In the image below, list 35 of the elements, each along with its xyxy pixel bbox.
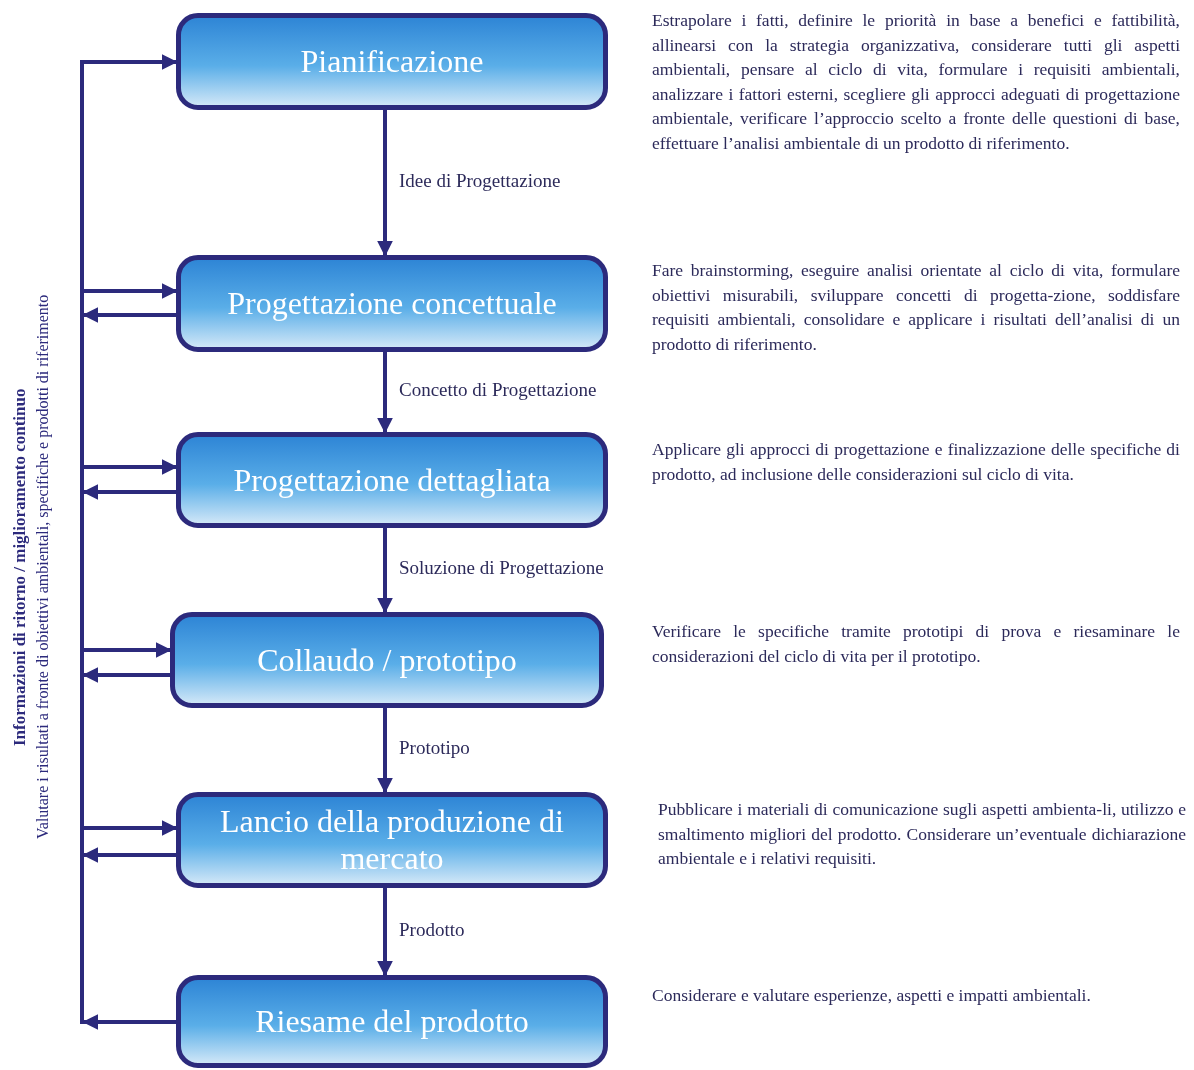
step-title: Progettazione concettuale — [226, 285, 558, 322]
arrow — [82, 1014, 176, 1030]
description-text: Applicare gli approcci di progettazione e finalizzazione delle specifiche di prodotto, ad inclusione delle considerazioni sul ciclo di vita. — [652, 438, 1180, 486]
process-box — [176, 975, 608, 1068]
process-box — [176, 13, 608, 110]
description-text: Fare brainstorming, eseguire analisi orientate al ciclo di vita, formulare obiettivi misurabili, sviluppare concetti di progetta-zione, soddisfare requisiti ambientali, consolidare e applicare i risultati dell’analisi di un prodotto di riferimento. — [652, 259, 1180, 356]
arrow — [82, 484, 176, 500]
side-note: Valutare i risultati a fronte di obiettivi ambientali, specifiche e prodotti di riferimento — [34, 294, 52, 839]
arrow — [377, 110, 393, 257]
side-heading: Informazioni di ritorno / miglioramento continuo — [10, 388, 30, 746]
step-title: Lancio della produzione di mercato — [219, 803, 565, 877]
arrow — [377, 352, 393, 434]
process-box — [176, 432, 608, 528]
process-box — [170, 612, 604, 708]
description-text: Considerare e valutare esperienze, aspetti e impatti ambientali. — [652, 984, 1092, 1007]
description-text: Pubblicare i materiali di comunicazione sugli aspetti ambienta-li, utilizzo e smaltimento migliori del prodotto. Considerare un’eventuale dichiarazione ambientale e i relativi requisiti. — [658, 798, 1186, 870]
arrow — [82, 642, 172, 658]
arrow — [377, 528, 393, 614]
description-text: Estrapolare i fatti, definire le priorità in base a benefici e fattibilità, allinearsi con la strategia organizzativa, considerare tutti gli aspetti ambientali, pensare al ciclo di vita, formulare i requisiti ambientali, analizzare i fattori esterni, scegliere gli approcci adeguati di progettazione ambientale, verificare l’approccio scelto a fronte delle questioni di base, effettuare l’analisi ambientale di un prodotto di riferimento. — [652, 9, 1180, 155]
step-title: Pianificazione — [299, 43, 485, 80]
step-title: Collaudo / prototipo — [256, 641, 518, 679]
arrow — [377, 888, 393, 977]
arrow — [82, 54, 178, 70]
arrow — [82, 820, 178, 836]
process-box — [176, 792, 608, 888]
arrow — [82, 667, 170, 683]
step-title: Riesame del prodotto — [254, 1003, 530, 1040]
process-box — [176, 255, 608, 352]
description-text: Verificare le specifiche tramite prototipi di prova e riesaminare le considerazioni del ciclo di vita per il prototipo. — [652, 620, 1180, 668]
arrow — [377, 708, 393, 794]
arrow — [82, 847, 176, 863]
arrow — [82, 283, 178, 299]
arrow — [82, 307, 176, 323]
step-title: Progettazione dettagliata — [232, 461, 552, 499]
arrow — [82, 459, 178, 475]
